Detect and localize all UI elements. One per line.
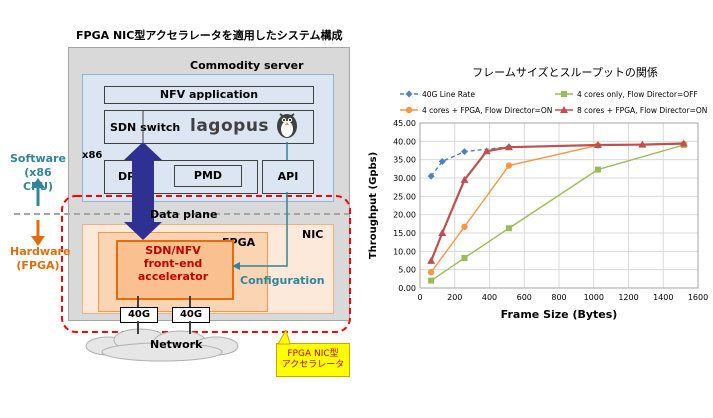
chart-title: フレームサイズとスループットの関係	[472, 65, 658, 79]
software-label: Software (x86 CPU)	[10, 152, 66, 194]
x-tick-label: 400	[482, 293, 497, 302]
api-box: API	[262, 160, 314, 194]
y-tick-label: 25.00	[393, 192, 416, 201]
data-point	[638, 140, 647, 148]
x-tick-label: 600	[517, 293, 532, 302]
series-line-2	[430, 144, 684, 282]
legend-marker	[561, 91, 567, 97]
data-point	[594, 166, 601, 173]
accelerator-line-3: accelerator	[137, 270, 209, 283]
data-point	[504, 143, 513, 151]
data-point	[460, 148, 468, 156]
legend-label: 4 cores only, Flow Director=OFF	[577, 90, 698, 99]
y-tick-label: 20.00	[393, 211, 416, 220]
data-plane-label: Data plane	[150, 208, 218, 221]
legend-label: 40G Line Rate	[422, 90, 475, 99]
y-tick-label: 35.00	[393, 156, 416, 165]
sdn-switch-label: SDN switch	[110, 121, 181, 134]
fpga-nic-callout: FPGA NIC型 アクセラレータ	[276, 343, 350, 377]
pmd-box: PMD	[174, 165, 242, 187]
legend-marker	[405, 106, 413, 114]
data-point	[679, 139, 688, 147]
x-tick-label: 800	[551, 293, 566, 302]
data-point	[505, 225, 512, 232]
data-point	[428, 277, 435, 284]
legend-label: 8 cores + FPGA, Flow Director=ON	[577, 106, 707, 115]
callout-line-1: FPGA NIC型	[287, 349, 339, 359]
throughput-chart: フレームサイズとスループットの関係 0.00 5.00 10.00 15.00 20.00…	[368, 65, 708, 321]
callout-pointer	[277, 330, 291, 345]
configuration-label: Configuration	[240, 274, 325, 287]
port-40g-2: 40G	[172, 307, 210, 323]
x-tick-label: 1000	[584, 293, 604, 302]
port-40g-1: 40G	[120, 307, 158, 323]
data-point	[505, 162, 513, 169]
hardware-line-1: Hardware	[10, 245, 71, 258]
data-point	[427, 269, 435, 276]
y-tick-label: 45.00	[393, 119, 416, 128]
hardware-label: Hardware (FPGA)	[10, 245, 71, 273]
data-point	[482, 147, 491, 155]
data-point	[460, 175, 469, 183]
software-line-1: Software	[10, 152, 66, 165]
series-line-3	[430, 143, 684, 273]
accelerator-line-2: front-end	[143, 257, 203, 270]
nic-label: NIC	[302, 228, 324, 241]
callout-line-2: アクセラレータ	[281, 360, 345, 370]
network-label: Network	[150, 338, 203, 351]
dpdk-label: DPDK	[118, 170, 153, 183]
data-point	[438, 229, 447, 236]
x86-label: x86	[82, 150, 103, 161]
y-tick-label: 30.00	[393, 174, 416, 183]
legend-marker	[560, 106, 568, 113]
x-tick-label: 0	[417, 293, 422, 302]
y-axis-label: Throughput (Gpbs)	[368, 152, 379, 259]
y-tick-label: 15.00	[393, 229, 416, 238]
accelerator-line-1: SDN/NFV	[145, 244, 201, 257]
legend-marker	[405, 90, 413, 98]
data-point	[593, 141, 602, 148]
data-point	[461, 254, 468, 261]
y-tick-label: 5.00	[398, 266, 416, 275]
data-point	[461, 223, 468, 230]
penguin-logo-icon	[277, 113, 297, 138]
data-point	[427, 256, 436, 264]
software-line-2: (x86 CPU)	[22, 166, 54, 193]
series-line-4	[430, 142, 684, 262]
hardware-line-2: (FPGA)	[16, 259, 60, 272]
commodity-server-label: Commodity server	[190, 59, 304, 72]
plot-area	[419, 122, 699, 289]
y-tick-label: 40.00	[393, 137, 416, 146]
y-tick-label: 10.00	[393, 247, 416, 256]
diagram-title: FPGA NIC型アクセラレータを適用したシステム構成	[76, 29, 343, 42]
x-tick-label: 1200	[618, 293, 638, 302]
lagopus-logo: lagopus	[190, 116, 270, 136]
data-point	[438, 158, 446, 165]
x-tick-label: 200	[447, 293, 462, 302]
x-tick-label: 1400	[653, 293, 673, 302]
y-tick-label: 0.00	[398, 284, 416, 293]
x-axis-label: Frame Size (Bytes)	[501, 308, 618, 321]
legend-label: 4 cores + FPGA, Flow Director=ON	[422, 106, 552, 115]
nfv-application-box: NFV application	[104, 86, 314, 104]
data-point	[427, 172, 435, 180]
x-tick-label: 1600	[688, 293, 708, 302]
accelerator-label: SDN/NFV front-end accelerator	[116, 244, 230, 283]
